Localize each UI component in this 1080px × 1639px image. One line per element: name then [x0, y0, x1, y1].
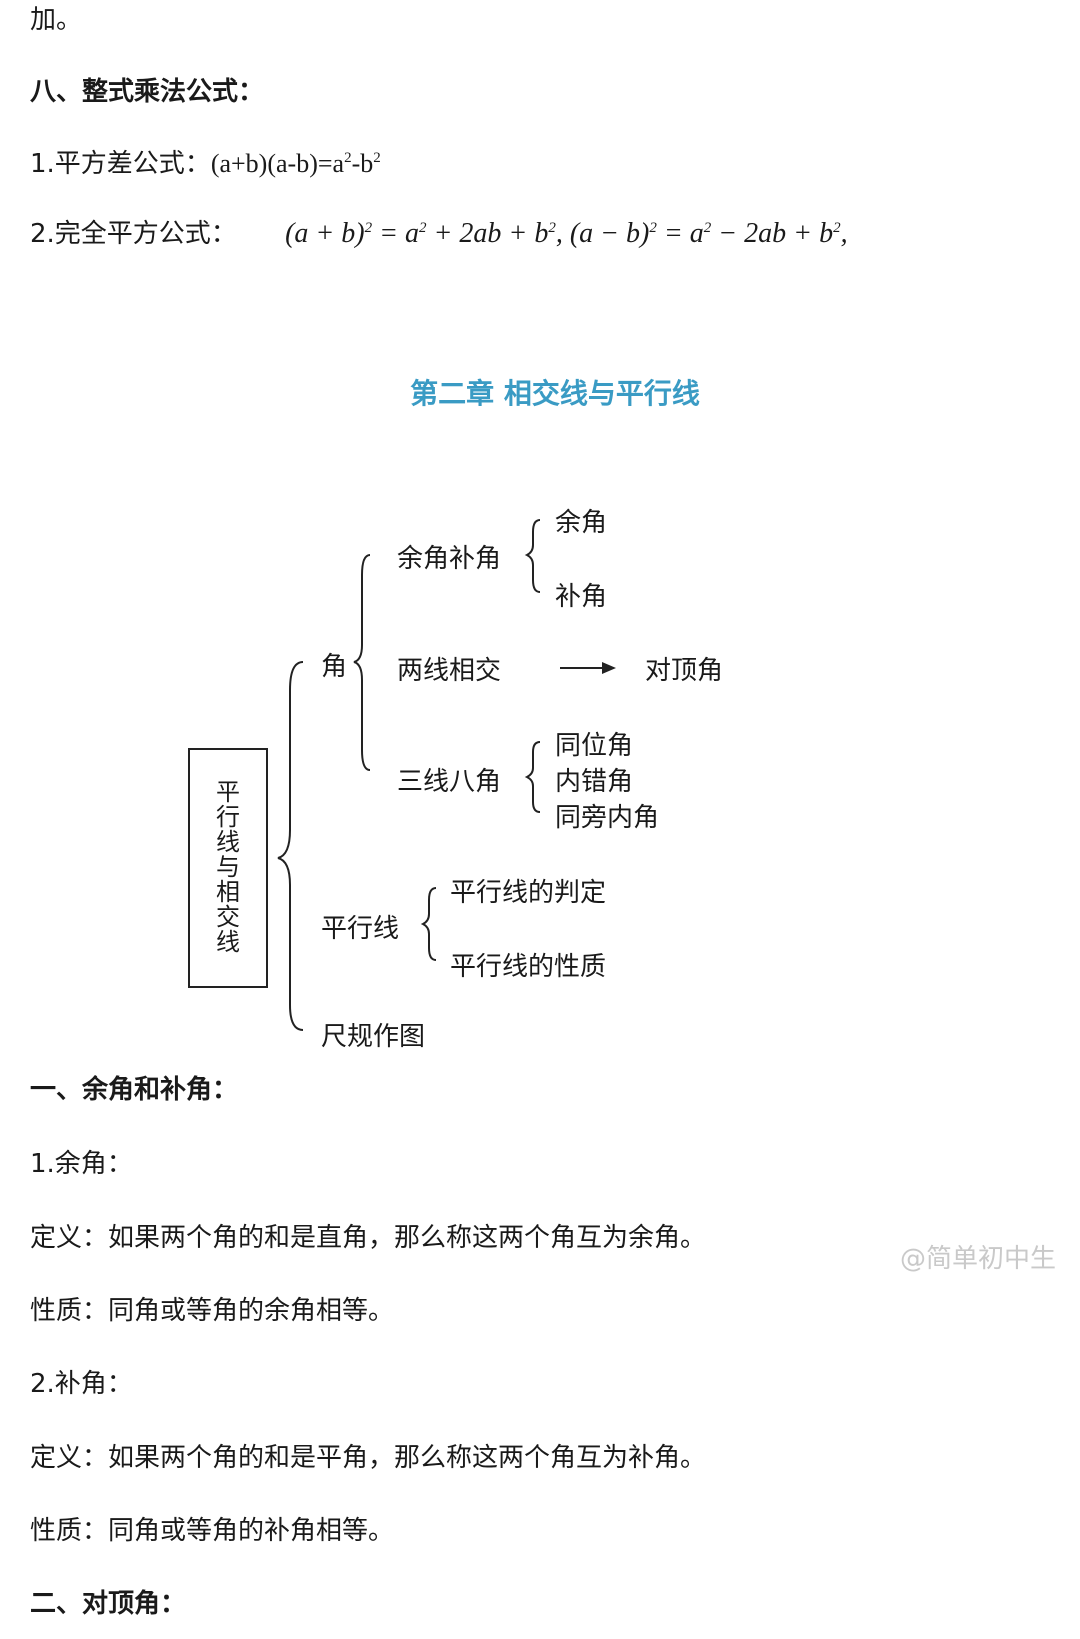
three-lines-brace	[524, 741, 541, 813]
node-parallel-properties: 平行线的性质	[450, 952, 607, 982]
node-comp-supp: 余角补角	[397, 544, 502, 574]
node-angle: 角	[321, 652, 348, 682]
comp-supp-brace	[524, 519, 541, 593]
node-construction: 尺规作图	[321, 1022, 426, 1052]
root-label-char: 交	[216, 903, 240, 931]
difference-of-squares-formula: (a+b)(a-b)=a2-b2	[210, 149, 381, 178]
section1-sub1: 1.余角：	[30, 1149, 133, 1179]
top-fragment: 加。	[30, 5, 83, 35]
diagram-brackets	[277, 519, 616, 1031]
root-label-char: 线	[216, 828, 240, 856]
arrow-head	[602, 662, 616, 674]
node-two-lines: 两线相交	[397, 656, 502, 686]
node-vertical-angles: 对顶角	[645, 656, 724, 686]
node-supplementary: 补角	[555, 582, 608, 612]
section1-prop2: 性质：同角或等角的补角相等。	[30, 1516, 395, 1546]
section1-prop1: 性质：同角或等角的余角相等。	[30, 1296, 395, 1326]
section1-def2: 定义：如果两个角的和是平角，那么称这两个角互为补角。	[30, 1443, 707, 1473]
node-alternate-interior: 内错角	[555, 767, 634, 797]
root-label-char: 平	[216, 778, 240, 806]
root-label-char: 相	[216, 878, 240, 906]
node-three-lines: 三线八角	[397, 767, 502, 797]
root-label-char: 线	[216, 928, 240, 956]
parallel-brace	[420, 887, 437, 961]
node-corresponding: 同位角	[555, 731, 634, 761]
perfect-square-formula: (a + b)2 = a2 + 2ab + b2, (a − b)2 = a2 …	[285, 218, 848, 249]
section8-heading: 八、整式乘法公式：	[30, 77, 265, 107]
item2-label: 2.完全平方公式：	[30, 219, 237, 249]
perfect-square: 2.完全平方公式： (a + b)2 = a2 + 2ab + b2, (a −…	[30, 216, 848, 252]
section1-heading: 一、余角和补角：	[30, 1075, 239, 1105]
node-parallel: 平行线	[321, 914, 400, 944]
section1-sub2: 2.补角：	[30, 1369, 133, 1399]
root-box: 平行线与相交线	[188, 748, 268, 988]
root-label-char: 与	[216, 853, 240, 881]
section2-heading: 二、对顶角：	[30, 1589, 187, 1619]
node-parallel-criteria: 平行线的判定	[450, 878, 607, 908]
difference-of-squares: 1.平方差公式：(a+b)(a-b)=a2-b2	[30, 146, 381, 182]
root-label: 平行线与相交线	[190, 780, 266, 955]
angle-brace	[353, 554, 371, 771]
root-label-char: 行	[216, 803, 240, 831]
chapter-title: 第二章 相交线与平行线	[410, 377, 700, 410]
watermark: @简单初中生	[900, 1244, 1057, 1274]
node-same-side-interior: 同旁内角	[555, 803, 660, 833]
main-brace	[277, 661, 304, 1031]
section1-def1: 定义：如果两个角的和是直角，那么称这两个角互为余角。	[30, 1223, 707, 1253]
node-complementary: 余角	[555, 508, 608, 538]
item1-label: 1.平方差公式：	[30, 149, 211, 179]
